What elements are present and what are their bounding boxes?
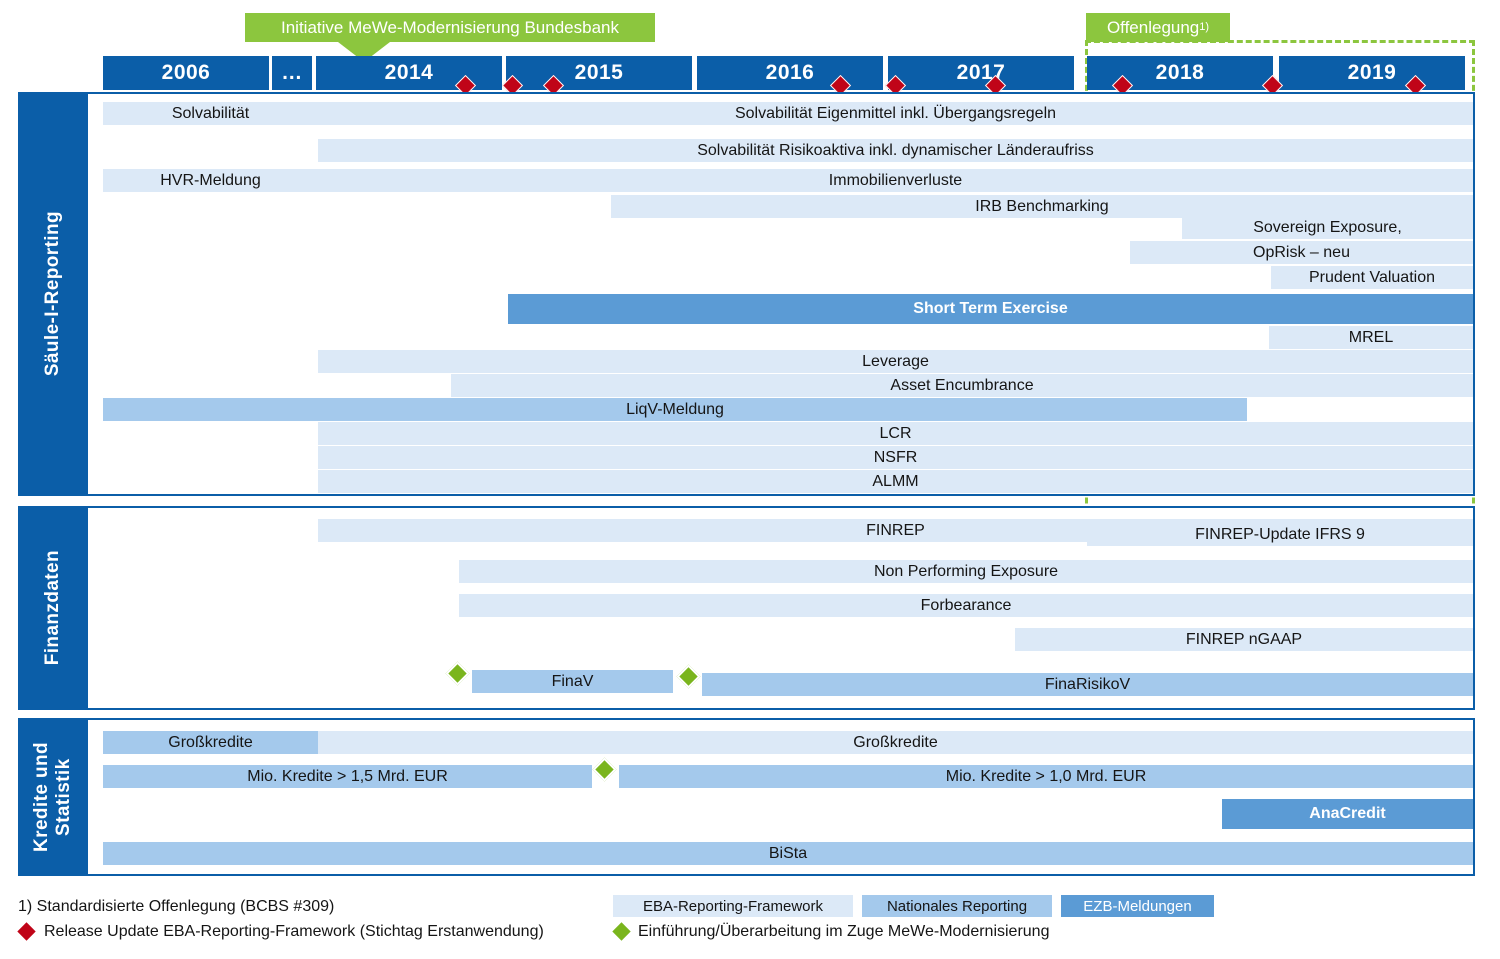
timeline-bar-label: Short Term Exercise (913, 300, 1068, 317)
timeline-bar-label: BiSta (768, 844, 808, 862)
year-header-2006[interactable]: 2006 (103, 56, 269, 90)
timeline-bar[interactable]: LCR (318, 422, 1473, 445)
legend-chip-ezb: EZB-Meldungen (1061, 895, 1214, 917)
timeline-bar[interactable]: Non Performing Exposure (459, 560, 1473, 583)
timeline-bar[interactable]: FINREP nGAAP (1015, 628, 1473, 651)
legend-chip-nat: Nationales Reporting (862, 895, 1052, 917)
timeline-bar-label: OpRisk – neu (1253, 243, 1350, 261)
year-header-label: 2014 (384, 61, 434, 84)
timeline-bar-label: FINREP nGAAP (1185, 630, 1303, 648)
timeline-bar-label: Großkredite (168, 733, 253, 751)
legend-release-label: Release Update EBA-Reporting-Framework (… (44, 923, 544, 940)
timeline-bar-label: Solvabilität Eigenmittel inkl. Übergangs… (734, 104, 1057, 122)
timeline-bar[interactable]: Großkredite (318, 731, 1473, 754)
timeline-bar[interactable]: NSFR (318, 446, 1473, 469)
timeline-bar-label: IRB Benchmarking (975, 197, 1109, 215)
timeline-bar-label: Asset Encumbrance (890, 376, 1034, 394)
timeline-bar[interactable]: Sovereign Exposure, (1182, 216, 1473, 239)
timeline-bar-label: Prudent Valuation (1308, 268, 1435, 286)
year-header-2017[interactable]: 2017 (888, 56, 1074, 90)
timeline-bar[interactable]: Forbearance (459, 594, 1473, 617)
timeline-bar[interactable]: ALMM (318, 470, 1473, 493)
legend-chip-label: Nationales Reporting (886, 897, 1028, 915)
year-header-label: 2018 (1155, 61, 1205, 84)
section-label-saule-i-reporting: Säule-I-Reporting (18, 92, 88, 496)
timeline-bar[interactable] (103, 169, 1473, 192)
timeline-bar[interactable]: Prudent Valuation (1271, 266, 1473, 289)
timeline-bar-label: FINREP-Update IFRS 9 (1195, 525, 1365, 543)
timeline-bar-label: Mio. Kredite > 1,5 Mrd. EUR (247, 767, 448, 785)
year-header-ellipsis[interactable]: … (272, 56, 312, 90)
callout-label: Initiative MeWe-Modernisierung Bundesban… (281, 18, 619, 37)
timeline-bar[interactable]: Großkredite (103, 731, 318, 754)
year-header-2019[interactable]: 2019 (1279, 56, 1465, 90)
legend-release-marker-icon (17, 922, 36, 941)
timeline-bar-label: Mio. Kredite > 1,0 Mrd. EUR (945, 767, 1147, 785)
legend-mewe-label: Einführung/Überarbeitung im Zuge MeWe-Mo… (638, 923, 1050, 940)
timeline-bar[interactable]: LiqV-Meldung (103, 398, 1247, 421)
timeline-bar[interactable]: Leverage (318, 350, 1473, 373)
timeline-bar[interactable]: MREL (1269, 326, 1473, 349)
timeline-bar-label: FinaRisikoV (1044, 675, 1131, 693)
timeline-bar[interactable]: FinaRisikoV (702, 673, 1473, 696)
timeline-bar[interactable]: OpRisk – neu (1130, 241, 1473, 264)
timeline-bar-label: Sovereign Exposure, (1253, 218, 1402, 236)
timeline-bar-label: HVR-Meldung (160, 171, 261, 189)
timeline-bar-label: Non Performing Exposure (873, 562, 1059, 580)
timeline-bar-label: LiqV-Meldung (626, 400, 724, 418)
legend-chip-eba: EBA-Reporting-Framework (613, 895, 853, 917)
timeline-bar-label: LCR (879, 424, 912, 442)
section-label-finanzdaten: Finanzdaten (18, 506, 88, 710)
year-header-label: 2006 (161, 61, 211, 84)
timeline-bar-label: ALMM (872, 472, 919, 490)
callout-label: Offenlegung (1106, 18, 1200, 37)
year-header-2018[interactable]: 2018 (1087, 56, 1273, 90)
timeline-bar-label: Immobilienverluste (828, 171, 963, 189)
year-header-2016[interactable]: 2016 (697, 56, 883, 90)
timeline-bar-label: Forbearance (920, 596, 1012, 614)
timeline-bar[interactable]: FINREP-Update IFRS 9 (1087, 523, 1473, 546)
timeline-bar[interactable]: Solvabilität Eigenmittel inkl. Übergangs… (318, 102, 1473, 125)
timeline-bar[interactable]: Solvabilität (103, 102, 318, 125)
timeline-bar-label: NSFR (873, 448, 918, 466)
timeline-bar[interactable]: AnaCredit (1222, 799, 1473, 829)
timeline-bar-label: FinaV (551, 672, 594, 690)
year-header-2015[interactable]: 2015 (506, 56, 692, 90)
timeline-bar-label: MREL (1348, 328, 1394, 346)
timeline-bar-label: Leverage (862, 352, 929, 370)
legend-chip-label: EZB-Meldungen (1083, 897, 1192, 915)
timeline-bar[interactable]: Asset Encumbrance (451, 374, 1473, 397)
timeline-bar[interactable]: FinaV (472, 670, 673, 693)
year-header-label: 2016 (765, 61, 815, 84)
timeline-bar[interactable]: Short Term Exercise (508, 294, 1473, 324)
timeline-bar[interactable]: Mio. Kredite > 1,0 Mrd. EUR (619, 765, 1473, 788)
timeline-bar-label: Solvabilität (171, 104, 250, 122)
section-label-text: Finanzdaten (42, 550, 64, 666)
year-header-label: 2019 (1347, 61, 1397, 84)
initiative-callout: Initiative MeWe-Modernisierung Bundesban… (245, 13, 655, 42)
year-header-label: 2015 (574, 61, 624, 84)
timeline-bar-label: AnaCredit (1309, 805, 1386, 822)
timeline-bar-label: FINREP (866, 521, 925, 539)
footnote-disclosure: 1) Standardisierte Offenlegung (BCBS #30… (18, 898, 335, 915)
timeline-bar[interactable]: BiSta (103, 842, 1473, 865)
callout-superscript: 1) (1199, 21, 1210, 33)
timeline-bar[interactable]: Mio. Kredite > 1,5 Mrd. EUR (103, 765, 592, 788)
timeline-bar-label: Solvabilität Risikoaktiva inkl. dynamisc… (697, 141, 1094, 159)
timeline-bar[interactable]: Solvabilität Risikoaktiva inkl. dynamisc… (318, 139, 1473, 162)
section-label-text: Säule-I-Reporting (42, 211, 64, 377)
timeline-bar-label: Großkredite (853, 733, 938, 751)
timeline-bar[interactable]: IRB Benchmarking (611, 195, 1473, 218)
year-header-label: … (281, 61, 303, 84)
legend-chip-label: EBA-Reporting-Framework (642, 897, 824, 915)
legend-mewe-marker-icon (612, 922, 631, 941)
